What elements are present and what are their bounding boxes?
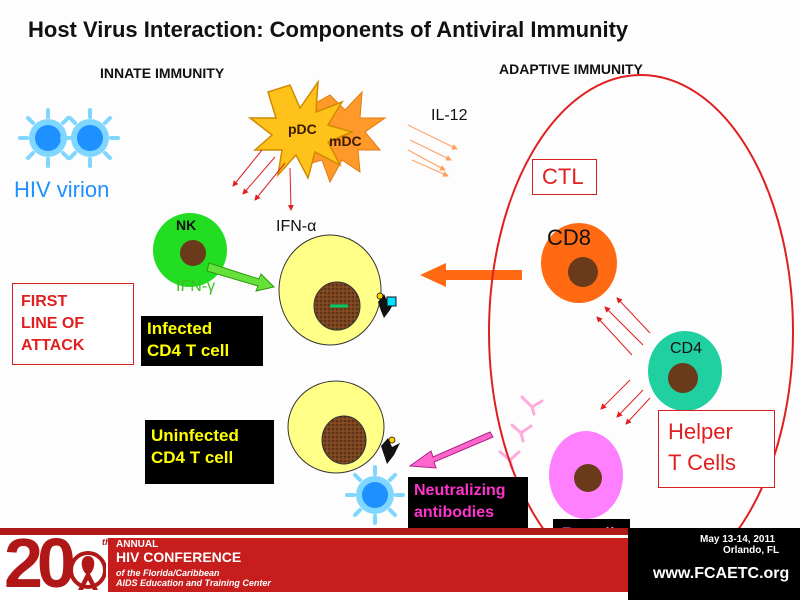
ifn-alpha-label: IFN-α — [276, 218, 317, 235]
uninfected-t-cell-label-box: Uninfected CD4 T cell — [145, 420, 274, 484]
first-line-label-2: LINE OF — [21, 315, 85, 332]
il12-arrows — [407, 124, 458, 177]
helper-label-line1: Helper — [668, 419, 733, 444]
ifn-gamma-label: IFN-γ — [176, 278, 216, 295]
slide-title: Host Virus Interaction: Components of An… — [28, 17, 629, 42]
infected-label-line2: CD4 T cell — [147, 341, 230, 360]
hiv-virion-label: HIV virion — [14, 177, 110, 202]
cd8-label: CD8 — [547, 225, 592, 250]
footer-location: Orlando, FL — [723, 545, 780, 556]
footer-red-band — [108, 538, 628, 592]
ctl-box: CTL — [532, 159, 597, 195]
anniversary-suffix: th — [102, 537, 111, 547]
pdc-cell — [247, 79, 355, 181]
uninfected-label-line1: Uninfected — [151, 426, 239, 445]
footer-top-bar — [0, 528, 800, 535]
hiv-virion-3 — [345, 465, 405, 525]
footer-black-band — [628, 528, 800, 600]
antibody-arrow — [408, 431, 494, 469]
cd4-help-cd8-arrows — [596, 297, 651, 356]
virus-fragment-icon-2 — [381, 436, 400, 464]
b-cell — [549, 431, 623, 519]
infected-label-line1: Infected — [147, 319, 213, 338]
footer-org-line2: AIDS Education and Training Center — [116, 578, 271, 588]
footer-org-line1: of the Florida/Caribbean — [116, 568, 220, 578]
red-ribbon-icon — [70, 551, 106, 590]
footer-conference: HIV CONFERENCE — [116, 549, 242, 565]
neutralizing-antibodies-label-box: Neutralizing antibodies — [408, 477, 528, 529]
footer-website: www.FCAETC.org — [653, 565, 790, 582]
helper-t-cells-box: Helper T Cells — [658, 410, 775, 488]
cd4-help-b-cell-arrows — [600, 379, 651, 425]
mdc-label: mDC — [329, 133, 362, 149]
first-line-of-attack-box: FIRST LINE OF ATTACK — [12, 283, 134, 365]
il12-label: IL-12 — [431, 107, 468, 124]
uninfected-t-cell — [287, 380, 385, 474]
infected-t-cell-label-box: Infected CD4 T cell — [141, 316, 263, 366]
footer-banner: 20 th ANNUAL HIV CONFERENCE of the Flori… — [0, 524, 800, 600]
hiv-virion-1 — [18, 108, 78, 168]
hiv-virion-2 — [60, 108, 120, 168]
neutralizing-label-line1: Neutralizing — [414, 482, 506, 499]
cd4-label: CD4 — [670, 340, 703, 357]
ifn-gamma-arrow — [206, 262, 275, 292]
helper-label-line2: T Cells — [668, 450, 737, 475]
ifn-alpha-arrows — [232, 149, 294, 211]
ctl-label: CTL — [542, 164, 584, 189]
first-line-label-3: ATTACK — [21, 337, 85, 354]
pdc-label: pDC — [288, 121, 317, 137]
adaptive-immunity-oval — [488, 74, 794, 590]
footer-annual: ANNUAL — [116, 539, 159, 550]
virus-fragment-icon — [376, 292, 397, 318]
innate-immunity-header: INNATE IMMUNITY — [100, 65, 225, 81]
neutralizing-label-line2: antibodies — [414, 504, 495, 521]
uninfected-label-line2: CD4 T cell — [151, 448, 234, 467]
cd4-cell — [648, 331, 722, 411]
infected-t-cell — [278, 234, 382, 346]
ctl-kill-arrow — [420, 263, 522, 287]
nk-label: NK — [176, 217, 197, 233]
antibody-icons — [498, 395, 544, 470]
first-line-label-1: FIRST — [21, 293, 68, 310]
adaptive-immunity-header: ADAPTIVE IMMUNITY — [499, 61, 643, 77]
footer-dates: May 13-14, 2011 — [700, 534, 776, 545]
cd8-cell — [541, 223, 617, 303]
anniversary-number: 20 — [4, 524, 76, 600]
